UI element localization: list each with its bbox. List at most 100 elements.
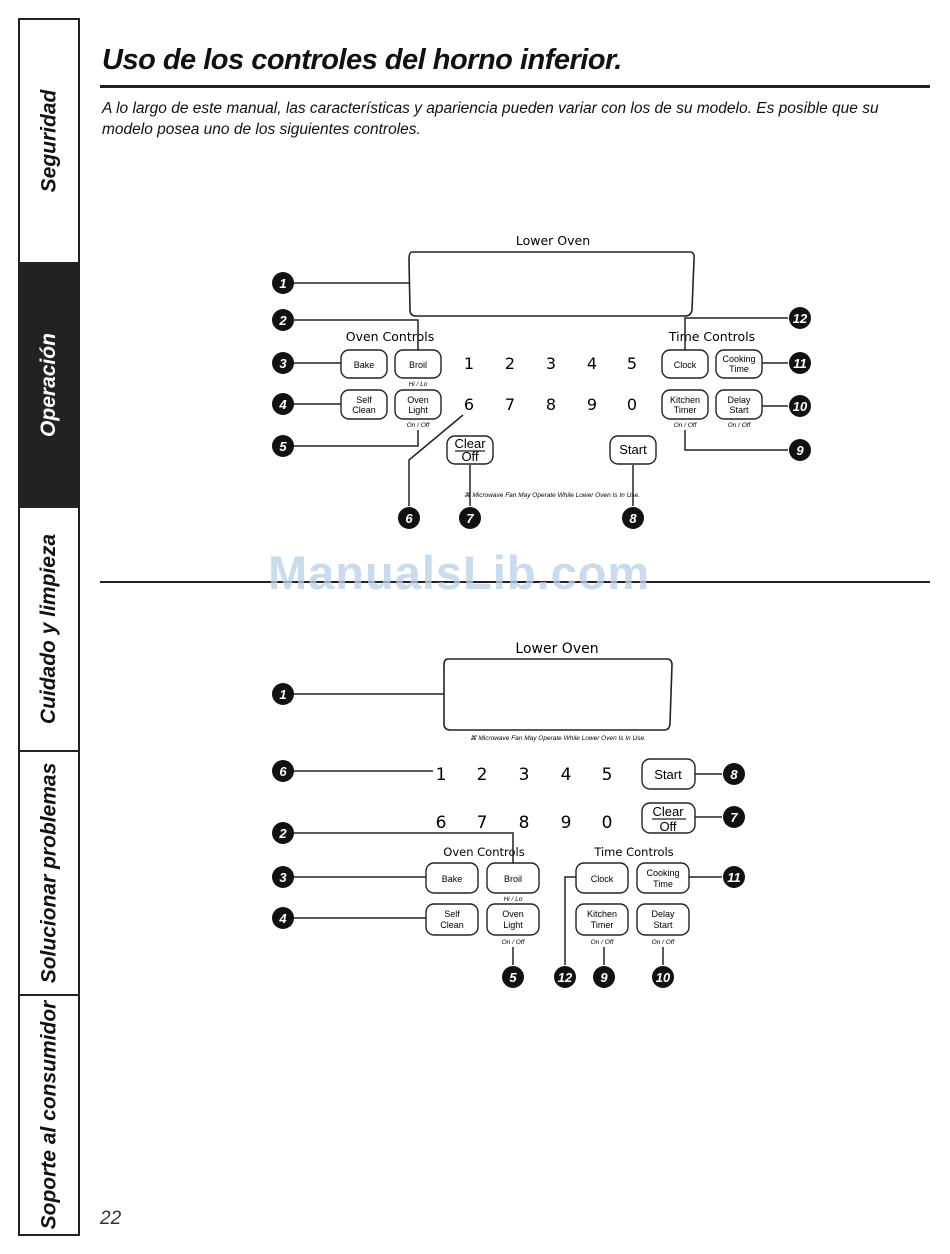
panel1-callout-9: 9 <box>789 439 811 461</box>
svg-text:4: 4 <box>278 911 287 926</box>
kitchen-timer-on-off-label: On / Off <box>591 939 615 946</box>
panel2-key-6[interactable]: 6 <box>436 813 447 833</box>
panel2-callout-11: 11 <box>723 866 745 888</box>
oven-light-on-off-label: On / Off <box>502 939 526 946</box>
panel1-key-8[interactable]: 8 <box>546 395 556 414</box>
panel2-cooking-time-button[interactable]: Cooking Time <box>636 862 690 894</box>
panel2-callout-6: 6 <box>272 760 294 782</box>
panel2-key-4[interactable]: 4 <box>561 765 572 785</box>
svg-text:10: 10 <box>793 399 808 414</box>
panel2-clear-off-button[interactable]: Clear Off <box>641 802 696 834</box>
panel2-key-2[interactable]: 2 <box>477 765 488 785</box>
panel2-key-3[interactable]: 3 <box>519 765 530 785</box>
panel1-key-7[interactable]: 7 <box>505 395 515 414</box>
panel1-time-controls-label: Time Controls <box>668 329 755 344</box>
svg-text:2: 2 <box>278 826 287 841</box>
oven-light-label-2: Light <box>503 920 523 930</box>
intro-text: A lo largo de este manual, las caracterí… <box>102 100 879 138</box>
kitchen-timer-on-off-label: On / Off <box>674 422 698 429</box>
panel2-delay-start-button[interactable]: Delay Start <box>636 903 690 936</box>
panel1-callout-1: 1 <box>272 272 294 294</box>
svg-text:6: 6 <box>405 511 413 526</box>
panel1-callout-10: 10 <box>789 395 811 417</box>
panel1-key-9[interactable]: 9 <box>587 395 597 414</box>
svg-text:3: 3 <box>279 870 287 885</box>
panel2-key-1[interactable]: 1 <box>436 765 447 785</box>
panel2-bake-button[interactable]: Bake <box>425 862 479 894</box>
panel2-key-5[interactable]: 5 <box>602 765 613 785</box>
panel1-display <box>408 251 695 317</box>
delay-start-label-2: Start <box>729 405 749 415</box>
tab-solucionar-problemas[interactable]: Solucionar problemas <box>20 752 78 996</box>
panel1-kitchen-timer-button[interactable]: Kitchen Timer <box>661 389 709 420</box>
panel2-kitchen-timer-button[interactable]: Kitchen Timer <box>575 903 629 936</box>
panel2-key-8[interactable]: 8 <box>519 813 530 833</box>
kitchen-timer-label-1: Kitchen <box>670 395 700 405</box>
delay-start-label-2: Start <box>653 920 673 930</box>
panel1-bake-button[interactable]: Bake <box>340 349 388 379</box>
panel2-time-controls-label: Time Controls <box>593 845 673 859</box>
svg-text:11: 11 <box>727 870 741 885</box>
panel2-clock-button[interactable]: Clock <box>575 862 629 894</box>
tab-cuidado-limpieza[interactable]: Cuidado y limpieza <box>20 508 78 752</box>
panel1-oven-controls-label: Oven Controls <box>346 329 435 344</box>
panel1-display-label: Lower Oven <box>516 233 590 248</box>
panel1-key-2[interactable]: 2 <box>505 354 515 373</box>
panel1-cooking-time-button[interactable]: Cooking Time <box>715 349 763 379</box>
sidebar-nav: Seguridad Operación Cuidado y limpieza S… <box>18 18 80 1236</box>
cooking-time-label-1: Cooking <box>646 868 679 878</box>
panel2-callout-12: 12 <box>554 966 576 988</box>
clear-label: Clear <box>454 436 486 451</box>
svg-text:2: 2 <box>278 313 287 328</box>
panel2-callout-4: 4 <box>272 907 294 929</box>
panel2-callout-8: 8 <box>723 763 745 785</box>
panel1-microwave-note: ⌘ Microwave Fan May Operate While Lower … <box>464 492 640 499</box>
svg-text:7: 7 <box>730 810 738 825</box>
panel1-key-4[interactable]: 4 <box>587 354 597 373</box>
panel2-microwave-note: ⌘ Microwave Fan May Operate While Lower … <box>470 735 646 742</box>
svg-text:8: 8 <box>629 511 637 526</box>
panel2-broil-button[interactable]: Broil <box>486 862 540 894</box>
panel2-key-7[interactable]: 7 <box>477 813 488 833</box>
panel1-delay-start-button[interactable]: Delay Start <box>715 389 763 420</box>
panel2-oven-light-button[interactable]: Oven Light <box>486 903 540 936</box>
tab-operacion[interactable]: Operación <box>20 264 78 508</box>
cooking-time-label-2: Time <box>729 364 749 374</box>
panel1-callout-12: 12 <box>789 307 811 329</box>
panel1-key-5[interactable]: 5 <box>627 354 637 373</box>
off-label: Off <box>659 819 676 834</box>
self-clean-label-1: Self <box>356 395 372 405</box>
panel1-clear-off-button[interactable]: Clear Off <box>446 435 494 465</box>
panel2-callout-10: 10 <box>652 966 674 988</box>
panel2-callout-3: 3 <box>272 866 294 888</box>
tab-seguridad[interactable]: Seguridad <box>20 20 78 264</box>
panel2-callout-1: 1 <box>272 683 294 705</box>
svg-text:12: 12 <box>558 970 573 985</box>
panel2-key-0[interactable]: 0 <box>602 813 613 833</box>
bake-label: Bake <box>442 874 463 884</box>
panel2-key-9[interactable]: 9 <box>561 813 572 833</box>
panel1-clock-button[interactable]: Clock <box>661 349 709 379</box>
svg-text:9: 9 <box>600 970 608 985</box>
panel1-key-1[interactable]: 1 <box>464 354 474 373</box>
panel1-self-clean-button[interactable]: Self Clean <box>340 389 388 420</box>
panel1-start-button[interactable]: Start <box>609 435 657 465</box>
panel1-callout-5: 5 <box>272 435 294 457</box>
cooking-time-label-2: Time <box>653 879 673 889</box>
clear-label: Clear <box>652 804 684 819</box>
panel2-start-button[interactable]: Start <box>641 758 696 790</box>
delay-start-label-1: Delay <box>651 909 675 919</box>
panel1-key-6[interactable]: 6 <box>464 395 474 414</box>
panel1-callout-8: 8 <box>622 507 644 529</box>
panel1-key-0[interactable]: 0 <box>627 395 637 414</box>
panel1-oven-light-button[interactable]: Oven Light <box>394 389 442 420</box>
panel2-diagram: Lower Oven ⌘ Microwave Fan May Operate W… <box>272 641 745 988</box>
panel1-callout-7: 7 <box>459 507 481 529</box>
svg-text:4: 4 <box>278 397 287 412</box>
panel1-broil-button[interactable]: Broil <box>394 349 442 379</box>
kitchen-timer-label-1: Kitchen <box>587 909 617 919</box>
panel2-self-clean-button[interactable]: Self Clean <box>425 903 479 936</box>
svg-text:12: 12 <box>793 311 808 326</box>
panel2-display <box>443 658 673 731</box>
panel1-key-3[interactable]: 3 <box>546 354 556 373</box>
